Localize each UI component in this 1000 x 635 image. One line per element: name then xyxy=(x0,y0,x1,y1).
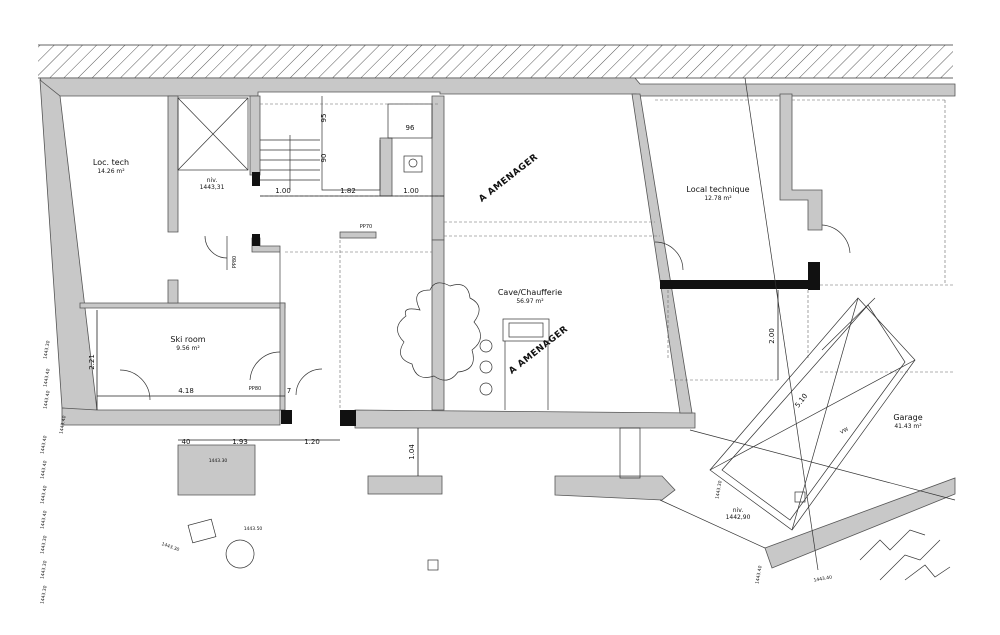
dim-510: 5.10 xyxy=(793,392,809,409)
survey-point: 1443.30 xyxy=(39,585,48,605)
door-pp70: PP70 xyxy=(360,224,372,230)
level-garage-label: niv. xyxy=(733,507,744,514)
survey-point: 1443.50 xyxy=(244,526,263,532)
amenager-label-2: A AMENAGER xyxy=(507,324,570,376)
room-ski-name: Ski room xyxy=(170,335,205,344)
black-elements xyxy=(252,172,820,426)
amenager-label-1: A AMENAGER xyxy=(477,152,540,204)
room-loc-tech-name: Loc. tech xyxy=(93,158,129,167)
dim-100b: 1.00 xyxy=(403,187,419,195)
room-ski-area: 9.56 m² xyxy=(176,345,200,352)
survey-point: 1443.40 xyxy=(813,574,833,583)
door-pp80-vertical: PP80 xyxy=(232,256,238,268)
dim-7: 7 xyxy=(287,387,291,395)
dim-104: 1.04 xyxy=(408,444,416,460)
dim-221: 2.21 xyxy=(88,354,96,370)
survey-points: 1443.30 1443.50 1443.30 1443.30 1443.40 … xyxy=(39,340,832,605)
room-cave-area: 56.97 m² xyxy=(516,298,544,305)
level-garage-value: 1442,90 xyxy=(726,514,751,521)
dim-193: 1.93 xyxy=(232,438,248,446)
survey-point: 1443.40 xyxy=(39,485,48,505)
door-pp80-ski: PP80 xyxy=(249,386,261,392)
dim-90: 90 xyxy=(320,154,328,163)
survey-point: 1443.30 xyxy=(39,560,48,580)
survey-point: 1443.30 xyxy=(161,541,181,553)
survey-point: 1443.40 xyxy=(42,390,51,410)
room-local-technique-name: Local technique xyxy=(686,185,749,194)
survey-point: 1443.40 xyxy=(42,368,51,388)
survey-point: 1443.30 xyxy=(39,535,48,555)
dim-120: 1.20 xyxy=(304,438,320,446)
survey-point: 1443.30 xyxy=(714,480,723,500)
vehicle-vw-label: VW xyxy=(839,426,849,435)
dim-95: 95 xyxy=(320,114,328,123)
room-loc-tech-area: 14.26 m² xyxy=(97,168,125,175)
survey-point: 1443.30 xyxy=(209,458,228,464)
walls xyxy=(39,77,956,569)
dim-96: 96 xyxy=(406,124,415,132)
survey-point: 1443.30 xyxy=(42,340,51,360)
room-garage-name: Garage xyxy=(893,413,922,422)
survey-point: 1443.40 xyxy=(39,460,48,480)
thin-lines xyxy=(96,77,956,581)
dim-100a: 1.00 xyxy=(275,187,291,195)
level-stairs-value: 1443,31 xyxy=(200,184,225,191)
room-garage-area: 41.43 m² xyxy=(894,423,922,430)
room-local-technique-area: 12.78 m² xyxy=(704,195,732,202)
survey-point: 1443.40 xyxy=(39,435,48,455)
survey-point: 1443.40 xyxy=(754,565,763,585)
dim-418: 4.18 xyxy=(178,387,194,395)
dim-200: 2.00 xyxy=(768,328,776,344)
ground-hatch xyxy=(38,44,953,79)
dim-40: 40 xyxy=(182,438,191,446)
dim-182: 1.82 xyxy=(340,187,356,195)
survey-point: 1443.40 xyxy=(39,510,48,530)
room-cave-name: Cave/Chaufferie xyxy=(498,288,562,297)
level-stairs-label: niv. xyxy=(207,177,218,184)
survey-point: 1443.40 xyxy=(58,415,67,435)
